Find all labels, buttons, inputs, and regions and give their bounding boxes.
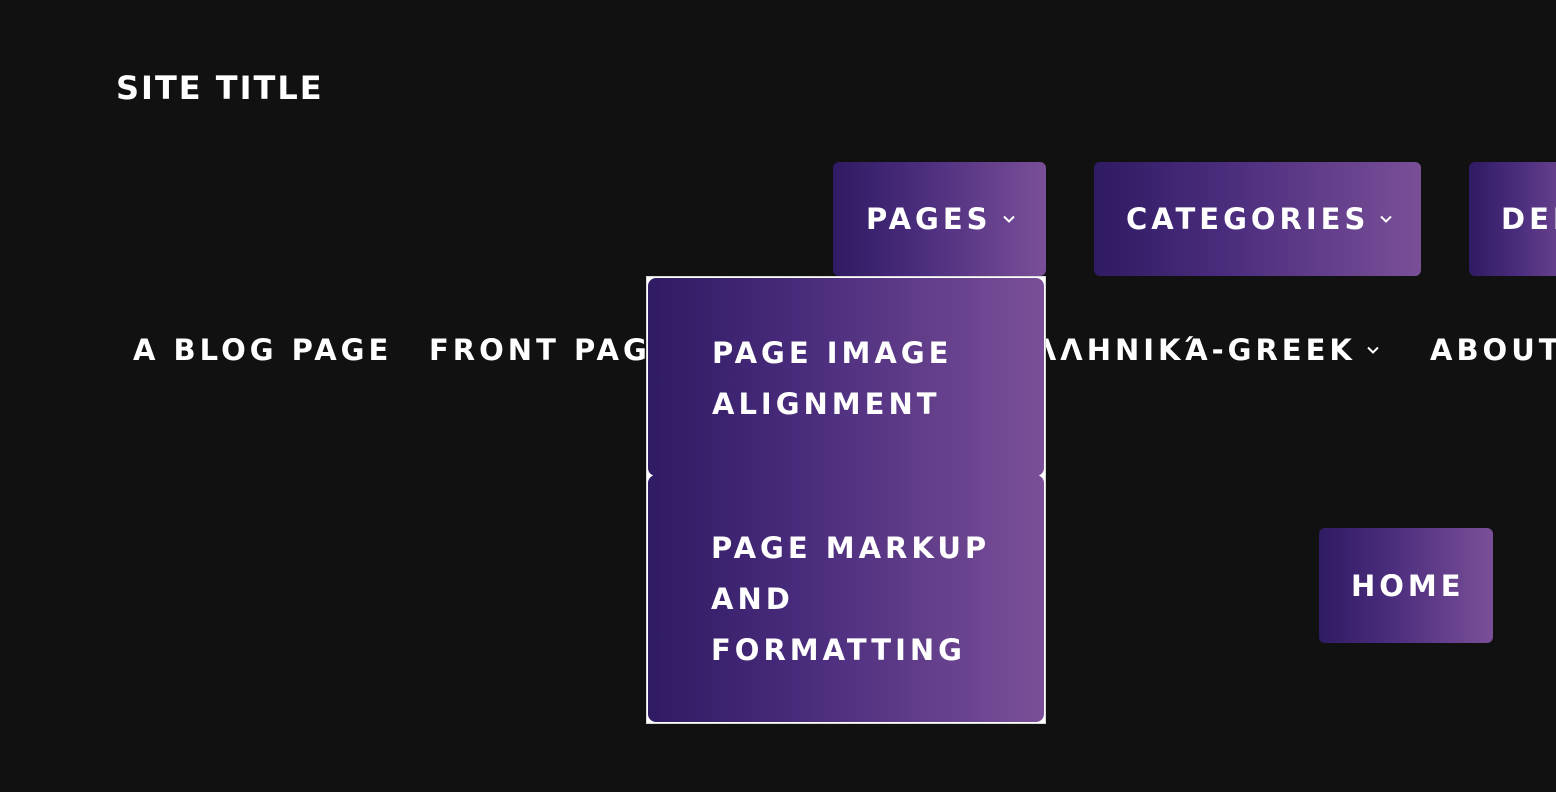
categories-menu-label: CATEGORIES — [1126, 202, 1370, 236]
partial-menu-button[interactable]: DEF — [1469, 162, 1556, 276]
chevron-down-icon — [1002, 212, 1016, 226]
nav-link-greek[interactable]: ΕΛΛΗΝΙΚΆ-GREEK — [1010, 330, 1380, 370]
chevron-down-icon — [1366, 343, 1380, 357]
pages-dropdown-menu: PAGE IMAGE ALIGNMENT — [646, 276, 1046, 724]
home-button[interactable]: HOME — [1319, 528, 1493, 643]
categories-menu-button[interactable]: CATEGORIES — [1094, 162, 1421, 276]
nav-link-blog-page[interactable]: A BLOG PAGE — [133, 330, 392, 370]
dropdown-item-page-markup-formatting[interactable] — [648, 475, 1044, 722]
chevron-down-icon — [1379, 212, 1393, 226]
pages-menu-label: PAGES — [866, 202, 992, 236]
nav-link-blog-page-label: A BLOG PAGE — [133, 333, 393, 367]
dropdown-item-page-image-alignment[interactable]: PAGE IMAGE ALIGNMENT — [648, 278, 1044, 476]
nav-link-front-page-label: FRONT PAGE — [429, 333, 675, 367]
site-title[interactable]: SITE TITLE — [116, 69, 324, 107]
nav-link-front-page[interactable]: FRONT PAGE — [429, 330, 675, 370]
partial-menu-label: DEF — [1501, 202, 1556, 236]
dropdown-item-label: PAGE IMAGE ALIGNMENT — [712, 336, 953, 421]
pages-menu-button[interactable]: PAGES — [833, 162, 1046, 276]
nav-link-about[interactable]: ABOUT — [1430, 330, 1556, 370]
nav-link-about-label: ABOUT — [1430, 333, 1556, 367]
home-button-label: HOME — [1351, 568, 1465, 603]
nav-link-greek-label: ΕΛΛΗΝΙΚΆ-GREEK — [1010, 333, 1356, 367]
